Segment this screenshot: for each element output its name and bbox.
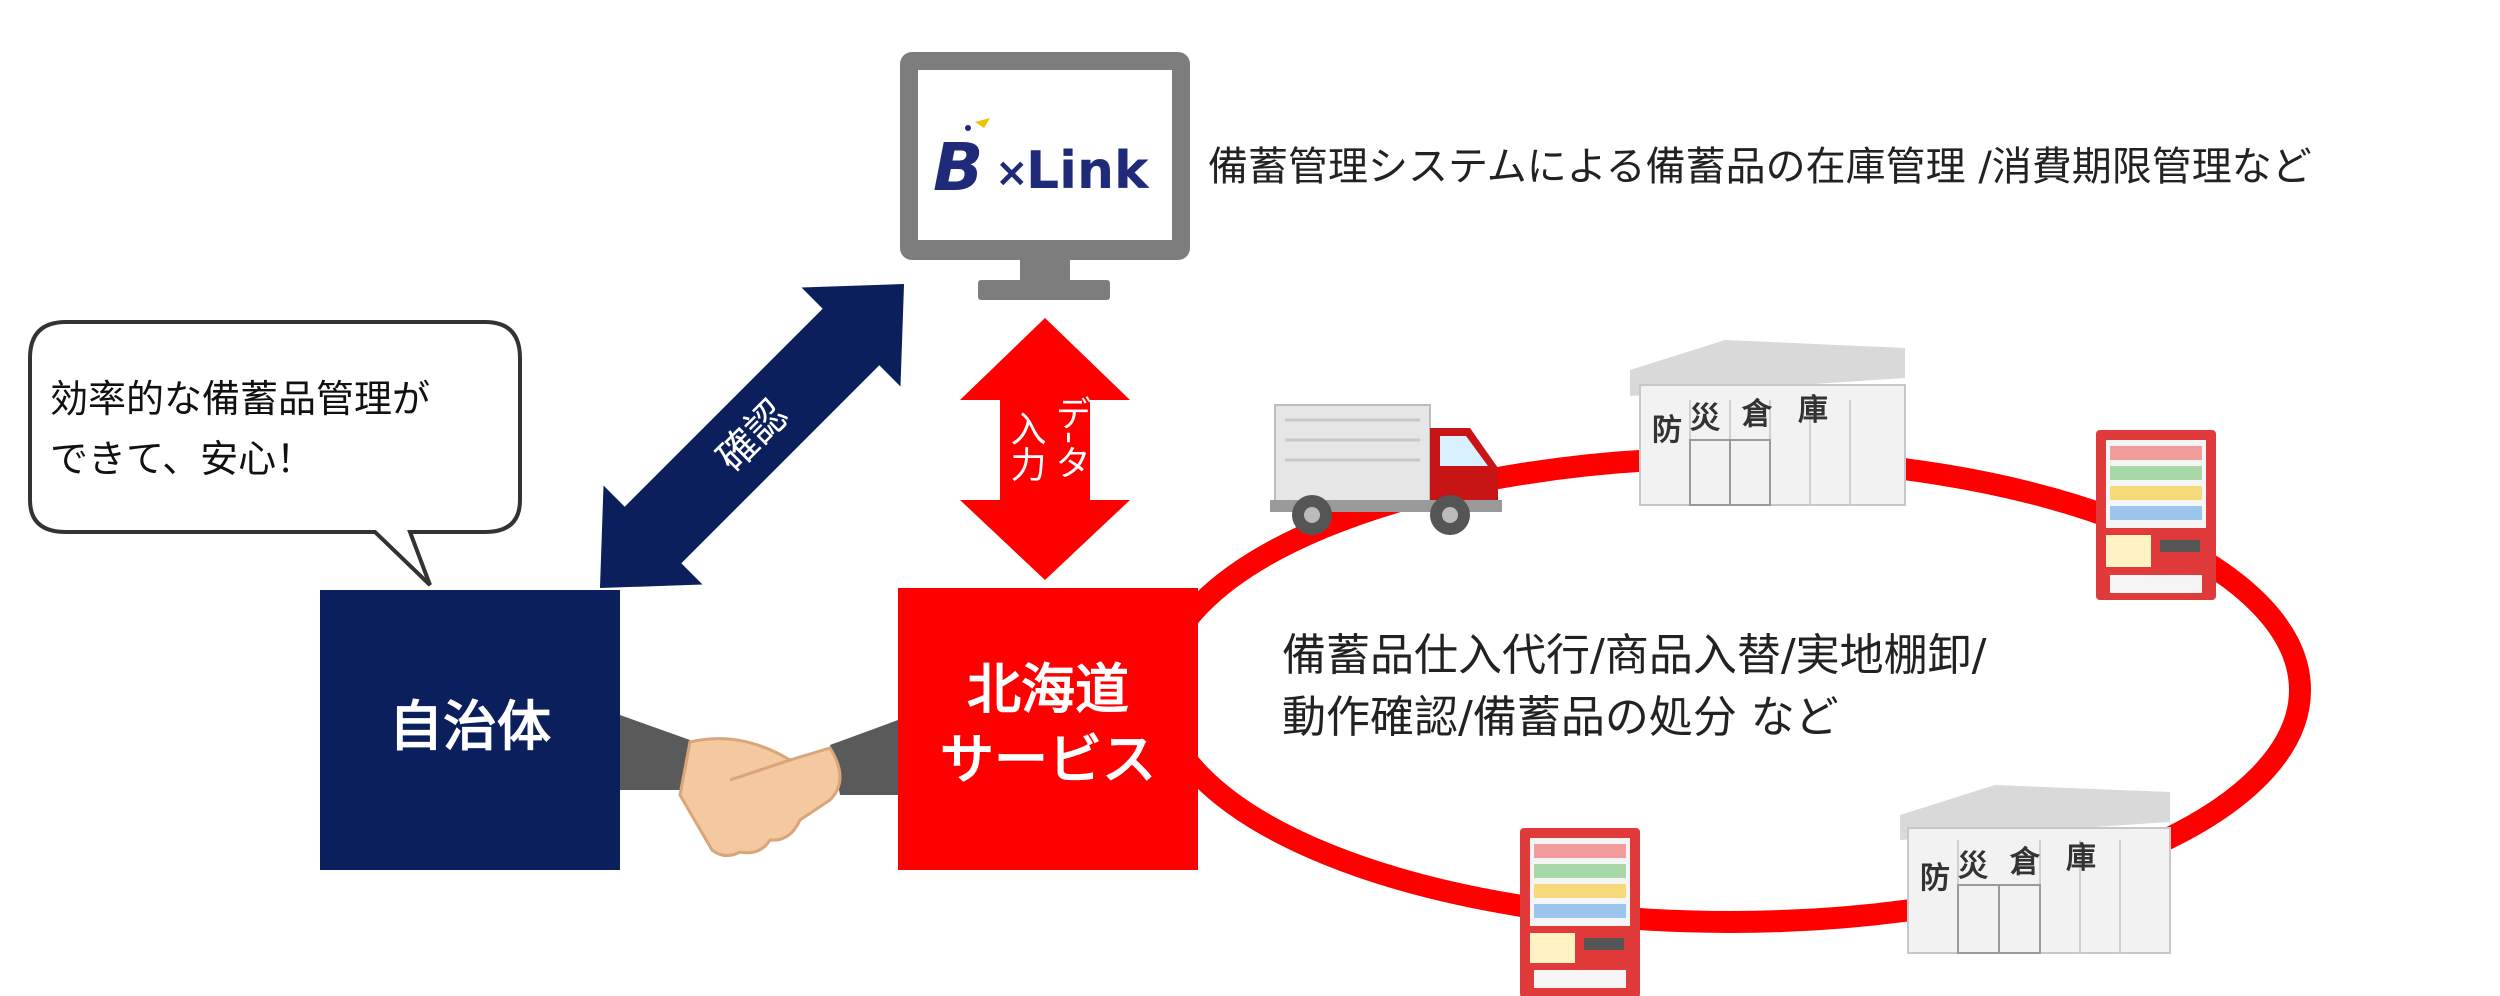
service-line-1: 北海道: [967, 658, 1129, 721]
warehouse-top-char-2: 災: [1690, 401, 1721, 436]
warehouse-bottom-char-4: 庫: [2066, 841, 2096, 876]
logo-times-sign: ×: [995, 150, 1029, 196]
data-input-double-arrow: [960, 318, 1130, 580]
services-line-1: 備蓄品仕入代行/商品入替/実地棚卸/: [1282, 630, 1987, 681]
data-label-col1: デ-タ: [1050, 395, 1091, 480]
warehouse-top-char-3: 倉: [1741, 397, 1773, 432]
warehouse-bottom-char-3: 倉: [2009, 845, 2041, 880]
municipality-box: [320, 590, 620, 870]
handshake-icon: [620, 715, 898, 857]
warehouse-top-char-1: 防: [1652, 413, 1682, 448]
services-line-2: 動作確認/備蓄品の処分 など: [1282, 692, 1839, 743]
disaster-warehouse-top: 防 災 倉 庫: [1630, 340, 1906, 506]
speech-bubble: [28, 320, 522, 587]
logo-link-text: Link: [1026, 141, 1150, 201]
confirm-double-arrow: 確認: [599, 283, 905, 589]
logo-b-letter: B: [933, 129, 983, 206]
vending-machine-bottom: [1520, 828, 1640, 996]
warehouse-top-char-4: 庫: [1798, 393, 1828, 428]
hokkaido-service-box: [898, 588, 1198, 870]
service-line-2: サービス: [940, 728, 1156, 791]
municipality-label: 自治体: [389, 695, 551, 758]
speech-line-2: できて、安心！: [50, 437, 314, 481]
warehouse-bottom-char-1: 防: [1920, 861, 1950, 896]
disaster-warehouse-bottom: 防 災 倉 庫: [1900, 785, 2171, 954]
warehouse-bottom-char-2: 災: [1958, 849, 1989, 884]
data-label-col2: 入力: [1005, 410, 1046, 482]
monitor-icon: [900, 52, 1190, 300]
truck-icon: [1270, 404, 1502, 535]
system-description: 備蓄管理システムによる備蓄品の在庫管理 /消費期限管理など: [1208, 144, 2312, 190]
bxlink-logo: B × Link: [933, 118, 1150, 206]
vending-machine-right: [2096, 430, 2216, 600]
speech-line-1: 効率的な備蓄品管理が: [50, 377, 430, 421]
